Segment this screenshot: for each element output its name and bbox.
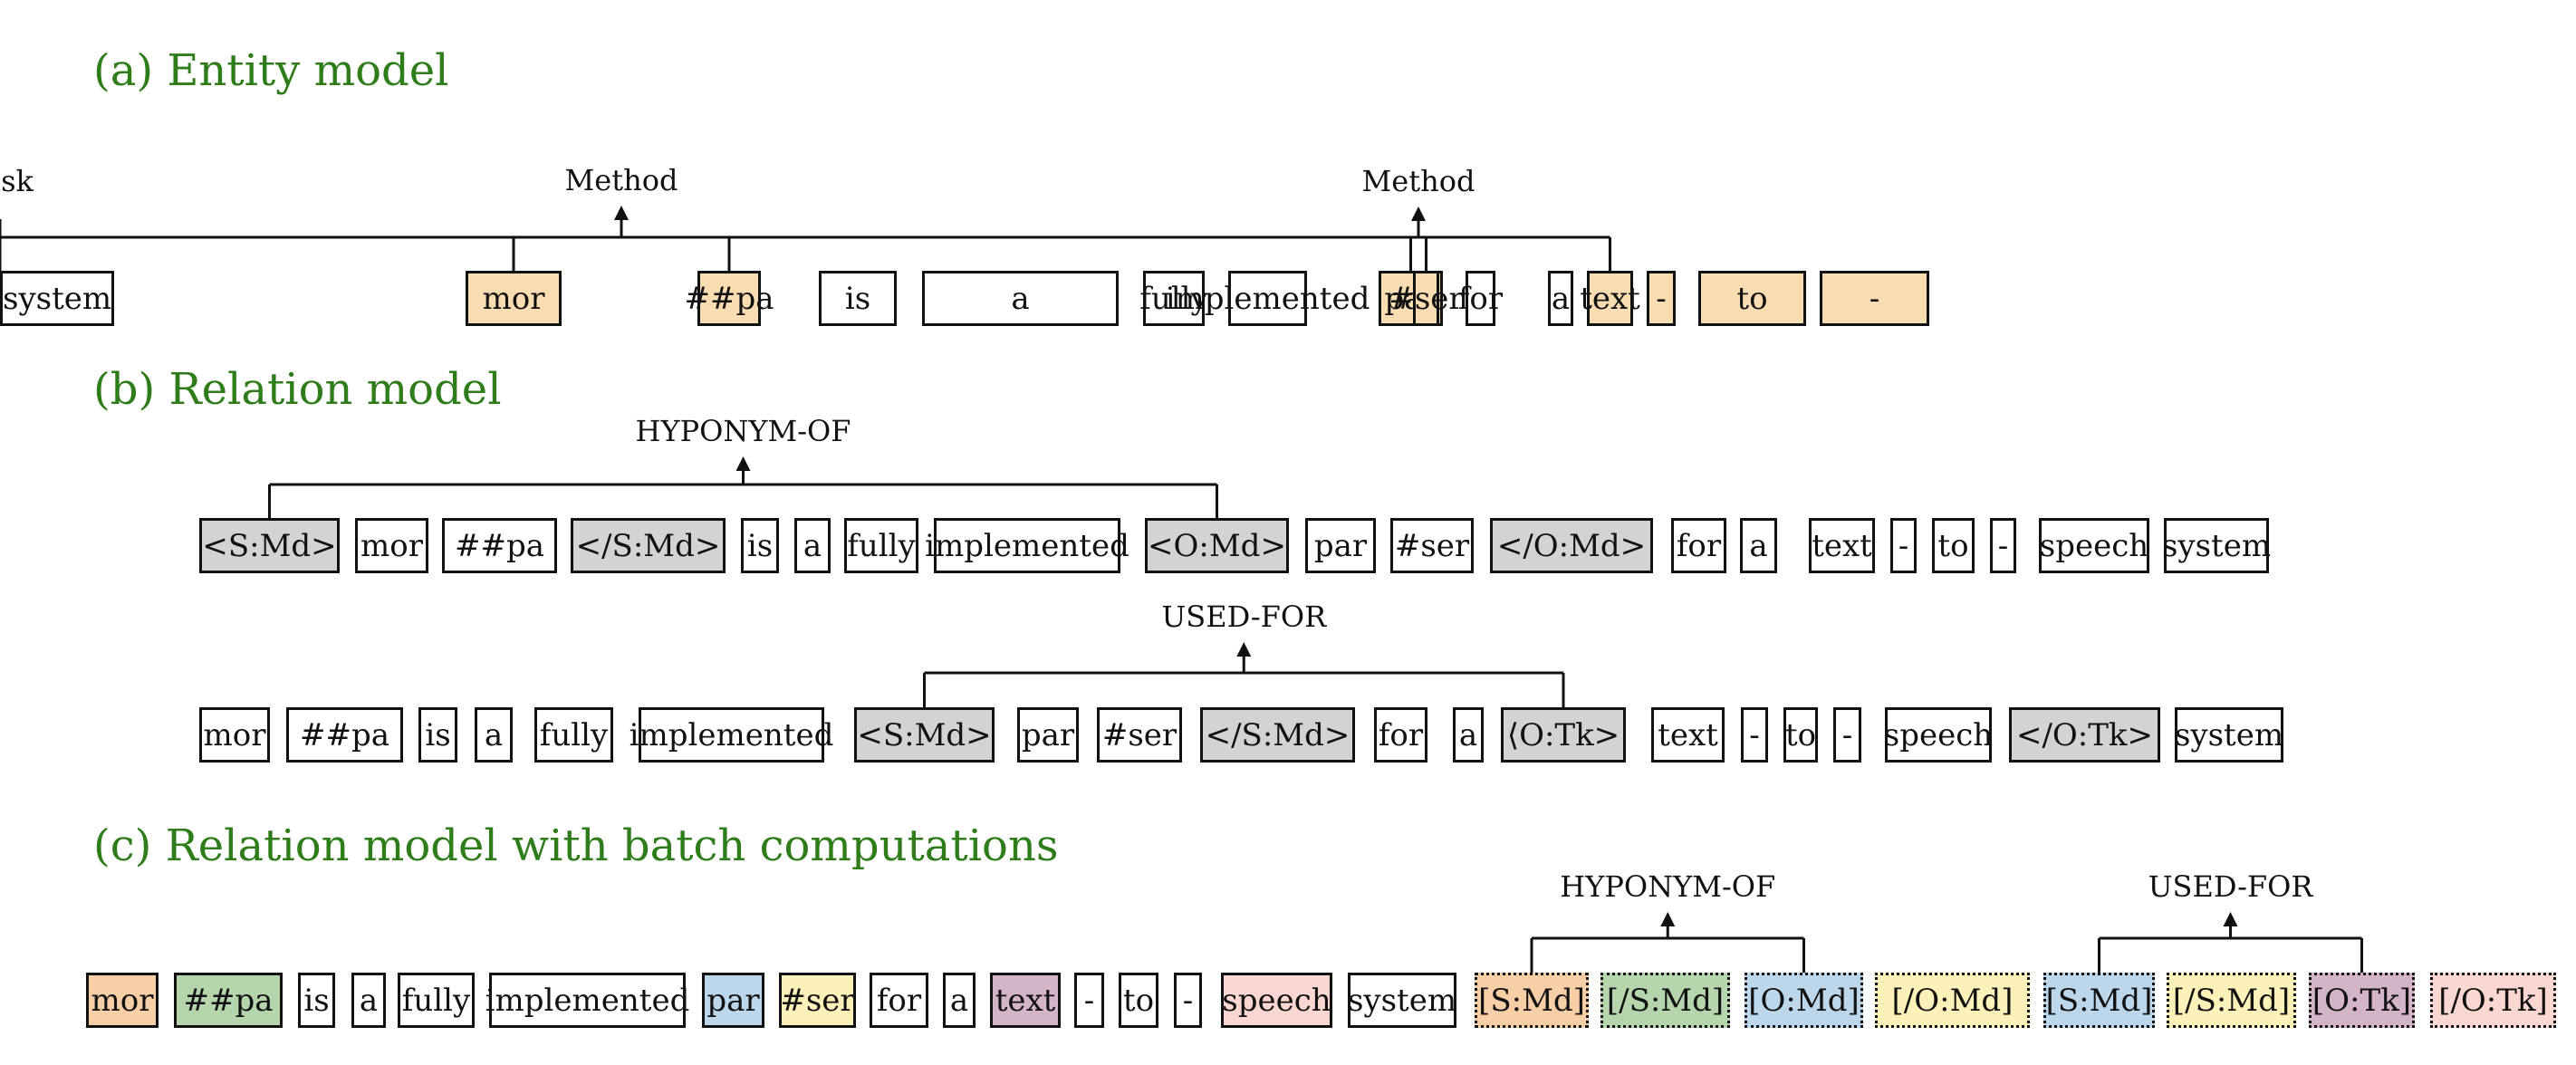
batch-token: [S:Md] — [1475, 973, 1589, 1028]
entity-token: - — [1647, 271, 1676, 326]
relation-row2-token: speech — [1884, 707, 1993, 763]
relation-row2-token: mor — [199, 707, 270, 763]
relation-row2-token: - — [1833, 707, 1861, 763]
relation-row1-relation-label: HYPONYM-OF — [635, 414, 851, 448]
batch-token: [/S:Md] — [2167, 973, 2296, 1028]
relation-row1-token: <S:Md> — [199, 518, 340, 573]
entity-relation-label: Task — [0, 164, 34, 198]
relation-row1-token: implemented — [925, 518, 1129, 573]
relation-row2-token: ⟨O:Tk> — [1501, 707, 1626, 763]
relation-row1-token: system — [2162, 518, 2271, 573]
batch-token: par — [702, 973, 764, 1028]
batch-token: [/S:Md] — [1600, 973, 1730, 1028]
batch-token: [S:Md] — [2043, 973, 2155, 1028]
relation-row1-token: par — [1305, 518, 1376, 573]
relation-row1-token: is — [741, 518, 779, 573]
relation-row2-token: a — [475, 707, 513, 763]
relation-row2-relation-label: USED-FOR — [1161, 600, 1327, 634]
relation-row1-token: mor — [355, 518, 428, 573]
batch-token: [/O:Tk] — [2430, 973, 2556, 1028]
entity-token: ##pa — [685, 271, 774, 326]
section-c-title: (c) Relation model with batch computatio… — [93, 820, 1059, 871]
entity-arrow-head — [614, 206, 629, 220]
entity-token: a — [1548, 271, 1573, 326]
batch-token: system — [1348, 973, 1456, 1028]
batch-token: for — [870, 973, 928, 1028]
batch-token: implemented — [485, 973, 689, 1028]
entity-token: - — [1820, 271, 1929, 326]
entity-relation-label: Method — [564, 163, 678, 197]
batch-token: text — [990, 973, 1061, 1028]
relation-row1-token: to — [1932, 518, 1975, 573]
relation-row1-token: ##pa — [442, 518, 557, 573]
relation-row2-token: - — [1741, 707, 1768, 763]
relation-row1-token: for — [1671, 518, 1726, 573]
relation-row1-token: </O:Md> — [1490, 518, 1653, 573]
batch-arrow-head — [2223, 912, 2238, 926]
batch-token: - — [1174, 973, 1202, 1028]
entity-token: to — [1698, 271, 1806, 326]
batch-token: a — [943, 973, 976, 1028]
relation-row1-token: fully — [844, 518, 918, 573]
batch-token: - — [1074, 973, 1104, 1028]
entity-token: a — [922, 271, 1119, 326]
batch-token: [/O:Md] — [1875, 973, 2030, 1028]
section-a-title: (a) Entity model — [93, 45, 449, 96]
relation-row1-token: - — [1890, 518, 1917, 573]
relation-row1-token: <O:Md> — [1145, 518, 1289, 573]
relation-row2-token: for — [1374, 707, 1427, 763]
batch-token: fully — [398, 973, 475, 1028]
relation-row2-token: <S:Md> — [854, 707, 995, 763]
relation-row1-token: a — [1740, 518, 1777, 573]
relation-row2-token: to — [1783, 707, 1818, 763]
batch-token: [O:Md] — [1745, 973, 1863, 1028]
relation-row1-token: - — [1990, 518, 2016, 573]
batch-relation-label: USED-FOR — [2148, 869, 2313, 904]
relation-row2-token: par — [1017, 707, 1079, 763]
entity-relation-label: Method — [1361, 164, 1475, 198]
batch-token: is — [298, 973, 335, 1028]
relation-row2-token: fully — [534, 707, 613, 763]
relation-row2-token: ##pa — [286, 707, 403, 763]
relation-row2-token: is — [418, 707, 457, 763]
entity-token: mor — [466, 271, 562, 326]
relation-row2-token: a — [1453, 707, 1484, 763]
entity-token: system — [0, 271, 115, 326]
batch-arrow-head — [1660, 912, 1676, 926]
entity-arrow-head — [1411, 206, 1426, 221]
relation-row1-token: a — [794, 518, 831, 573]
batch-token: a — [351, 973, 386, 1028]
relation-row2-token: text — [1651, 707, 1725, 763]
entity-token: implemented — [1166, 271, 1370, 326]
entity-token: fully — [1139, 271, 1208, 326]
relation-row2-token: system — [2175, 707, 2283, 763]
relation-row2-token: </O:Tk> — [2009, 707, 2160, 763]
relation-row2-token: </S:Md> — [1200, 707, 1355, 763]
batch-relation-label: HYPONYM-OF — [1560, 869, 1776, 904]
entity-token: text — [1580, 271, 1640, 326]
batch-token: [O:Tk] — [2309, 973, 2415, 1028]
relation-row1-token: #ser — [1390, 518, 1474, 573]
section-b-title: (b) Relation model — [93, 364, 502, 415]
batch-token: ##pa — [174, 973, 283, 1028]
entity-token: #ser — [1389, 271, 1464, 326]
batch-token: speech — [1221, 973, 1332, 1028]
relation-row2-token: implemented — [630, 707, 833, 763]
relation-row2-token: #ser — [1097, 707, 1182, 763]
relation-row2-arrow-head — [1236, 642, 1252, 657]
relation-row1-token: speech — [2039, 518, 2149, 573]
batch-token: #ser — [779, 973, 856, 1028]
relation-row1-arrow-head — [735, 456, 751, 471]
batch-token: mor — [86, 973, 159, 1028]
entity-token: for — [1458, 271, 1503, 326]
relation-row1-token: </S:Md> — [571, 518, 726, 573]
batch-token: to — [1119, 973, 1158, 1028]
relation-row1-token: text — [1809, 518, 1875, 573]
entity-token: is — [819, 271, 897, 326]
